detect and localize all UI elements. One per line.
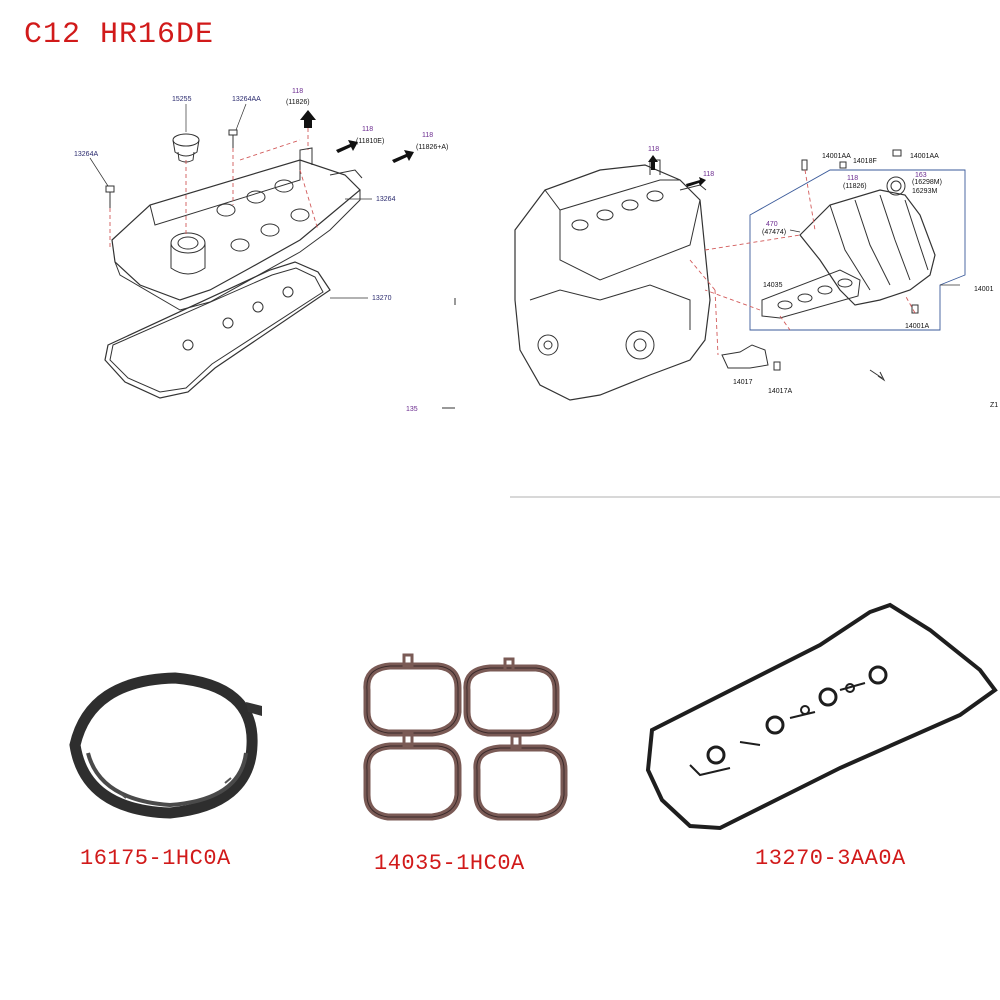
callout-47474: (47474) [762, 229, 786, 236]
callout-14017: 14017 [733, 379, 753, 386]
bolt-icon-14017A [773, 361, 781, 371]
manifold-gasket-diagram-icon [761, 269, 861, 319]
callout-13270: 13270 [372, 295, 392, 302]
oil-cap-icon [172, 133, 200, 163]
bolt-icon-14001AA-b [892, 149, 902, 157]
bracket-icon [721, 344, 769, 369]
bolt-icon-14001A [911, 304, 919, 314]
callout-11810E: (11810E) [356, 138, 384, 145]
page-title: C12 HR16DE [24, 18, 215, 52]
callout-163: 163 [915, 172, 927, 179]
bolt-icon-13264AA [228, 129, 238, 148]
part-label-13270: 13270-3AA0A [755, 846, 906, 871]
engine-block-icon [514, 159, 711, 401]
callout-11826A: (11826+A) [416, 144, 448, 151]
part-label-14035: 14035-1HC0A [374, 851, 525, 876]
callout-15255: 15255 [172, 96, 192, 103]
right-callouts: 118 118 14001AA 14018F 14001AA 163 (1629… [648, 146, 998, 409]
valve-cover-gasket-icon [645, 602, 998, 831]
bolt-icon-14018F [839, 161, 847, 169]
callout-13264AA: 13264AA [232, 96, 261, 103]
callout-16298M: (16298M) [912, 179, 942, 186]
callout-14018F: 14018F [853, 158, 877, 165]
intake-manifold-gaskets-icon [363, 653, 568, 821]
callout-118-b: 118 [362, 126, 373, 133]
callout-14001A: 14001A [905, 323, 929, 330]
callout-470: 470 [766, 221, 778, 228]
callout-16293M: 16293M [912, 188, 937, 195]
valve-cover-diagram [89, 103, 456, 409]
engine-intake-diagram [514, 149, 966, 401]
valve-cover-gasket-diagram-icon [104, 261, 331, 399]
callout-14001AA-a: 14001AA [822, 153, 851, 160]
right-leader-lines [689, 169, 916, 356]
intake-manifold-icon [799, 176, 936, 306]
callout-11826: (11826) [286, 99, 310, 106]
callout-r-118-a: 118 [648, 146, 659, 153]
left-arrows [300, 110, 414, 163]
bolt-icon-14001AA [801, 159, 808, 171]
callout-r-11826: (11826) [843, 183, 867, 190]
callout-118-a: 118 [292, 88, 303, 95]
callout-r-118-b: 118 [703, 171, 714, 178]
callout-Z1: Z1 [990, 402, 998, 409]
callout-14001AA-b: 14001AA [910, 153, 939, 160]
callout-13264A: 13264A [74, 151, 98, 158]
right-arrows [648, 155, 706, 187]
left-callouts: 15255 13264AA 13264A 13264 13270 118 (11… [74, 88, 448, 413]
throttle-gasket-ring-icon [69, 672, 262, 819]
part-label-16175: 16175-1HC0A [80, 846, 231, 871]
callout-r-118-c: 118 [847, 175, 858, 182]
callout-14001: 14001 [974, 286, 994, 293]
callout-14035: 14035 [763, 282, 783, 289]
left-leader-lines [109, 128, 319, 250]
callout-118-c: 118 [422, 132, 433, 139]
bolt-icon-13264A [105, 185, 115, 208]
callout-14017A: 14017A [768, 388, 792, 395]
callout-13264: 13264 [376, 196, 396, 203]
callout-135: 135 [406, 406, 418, 413]
